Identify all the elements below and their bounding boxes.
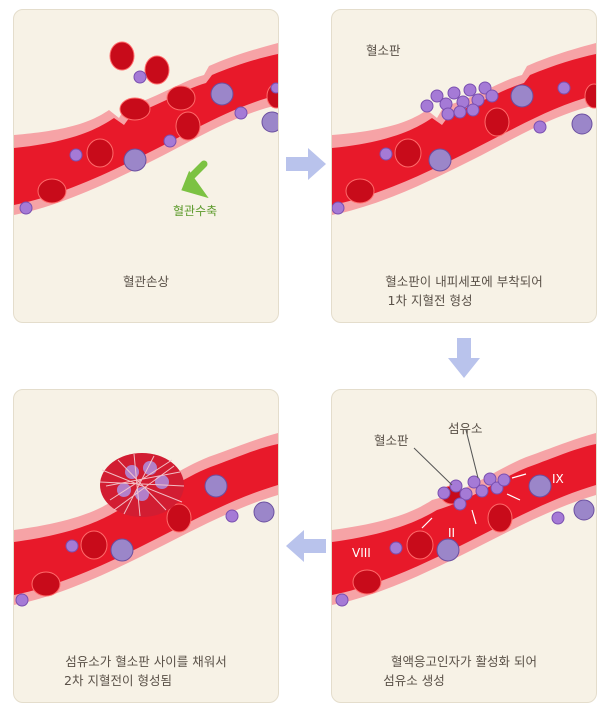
coagulation-illustration — [332, 429, 596, 607]
panel-secondary-clot: 섬유소가 혈소판 사이를 채워서 2차 지혈전이 형성됨 — [13, 389, 279, 703]
panel-2-caption-line-1: 혈소판이 내피세포에 부착되어 — [385, 274, 543, 289]
factor-ix-label: IX — [552, 472, 564, 486]
panel-2-caption-line-2: 1차 지혈전 형성 — [387, 293, 473, 308]
platelet-label: 혈소판 — [374, 433, 409, 448]
vasoconstriction-label: 혈관수축 — [173, 204, 218, 218]
panel-3-caption-line-1: 혈액응고인자가 활성화 되어 — [391, 654, 537, 669]
panel-4-caption-line-2: 2차 지혈전이 형성됨 — [64, 673, 172, 688]
panel-vessel-injury: 혈관수축 혈관손상 — [13, 9, 279, 323]
panel-4-caption-line-1: 섬유소가 혈소판 사이를 채워서 — [65, 654, 227, 669]
platelet-adhesion-illustration — [332, 43, 596, 215]
fibrin-label: 섬유소 — [448, 421, 483, 436]
panel-3-caption-line-2: 섬유소 생성 — [383, 673, 445, 688]
platelet-label: 혈소판 — [366, 43, 401, 58]
arrow-down-icon — [448, 338, 480, 378]
factor-ii-label: II — [448, 526, 456, 540]
panel-1-caption: 혈관손상 — [122, 274, 169, 289]
arrow-left-icon — [286, 530, 326, 562]
vessel-injury-illustration — [14, 41, 278, 215]
panel-platelet-adhesion: 혈소판 혈소판이 내피세포에 부착되어 1차 지혈전 형성 — [331, 9, 597, 323]
arrow-right-icon — [286, 148, 326, 180]
factor-viii-label: VIII — [352, 546, 371, 560]
secondary-clot-illustration — [14, 433, 278, 607]
panel-coagulation-factors: 혈소판 섬유소 VIII II IX 혈액응고인자가 활성화 되어 섬유소 생성 — [331, 389, 597, 703]
